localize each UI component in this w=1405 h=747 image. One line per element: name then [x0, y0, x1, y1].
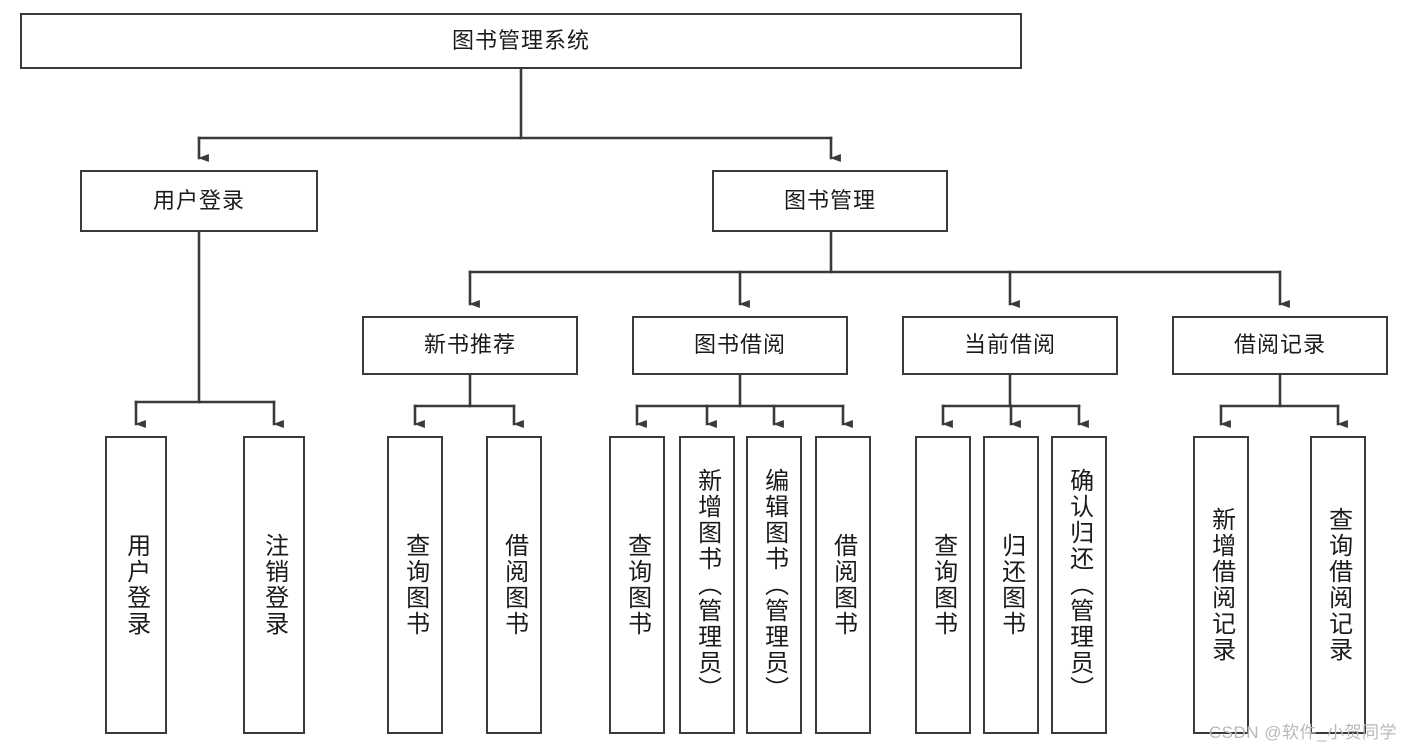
- leaf-label: 确认归还（管理员）: [1065, 468, 1093, 702]
- leaf-add-borrow-record[interactable]: 新增借阅记录: [1193, 436, 1249, 734]
- node-book-borrow[interactable]: 图书借阅: [632, 316, 848, 375]
- leaf-user-login[interactable]: 用户登录: [105, 436, 167, 734]
- csdn-watermark: CSDN @软件_小贺同学: [1208, 723, 1397, 742]
- leaf-label: 新增借阅记录: [1207, 507, 1235, 663]
- leaf-label: 用户登录: [122, 533, 150, 637]
- leaf-borrow-book-recommend[interactable]: 借阅图书: [486, 436, 542, 734]
- leaf-label: 编辑图书（管理员）: [760, 468, 788, 702]
- leaf-logout-login[interactable]: 注销登录: [243, 436, 305, 734]
- leaf-query-book-recommend[interactable]: 查询图书: [387, 436, 443, 734]
- leaf-confirm-return-admin[interactable]: 确认归还（管理员）: [1051, 436, 1107, 734]
- leaf-query-borrow-record[interactable]: 查询借阅记录: [1310, 436, 1366, 734]
- node-new-book-recommend[interactable]: 新书推荐: [362, 316, 578, 375]
- leaf-label: 查询图书: [929, 533, 957, 637]
- leaf-label: 查询图书: [401, 533, 429, 637]
- leaf-edit-book-admin[interactable]: 编辑图书（管理员）: [746, 436, 802, 734]
- leaf-add-book-admin[interactable]: 新增图书（管理员）: [679, 436, 735, 734]
- leaf-label: 查询图书: [623, 533, 651, 637]
- node-current-borrow[interactable]: 当前借阅: [902, 316, 1118, 375]
- leaf-query-book-current[interactable]: 查询图书: [915, 436, 971, 734]
- leaf-label: 借阅图书: [829, 533, 857, 637]
- leaf-label: 查询借阅记录: [1324, 507, 1352, 663]
- node-root[interactable]: 图书管理系统: [20, 13, 1022, 69]
- node-user-login[interactable]: 用户登录: [80, 170, 318, 232]
- leaf-label: 新增图书（管理员）: [693, 468, 721, 702]
- leaf-label: 借阅图书: [500, 533, 528, 637]
- leaf-borrow-book[interactable]: 借阅图书: [815, 436, 871, 734]
- node-borrow-record[interactable]: 借阅记录: [1172, 316, 1388, 375]
- leaf-label: 注销登录: [260, 533, 288, 637]
- leaf-query-book-borrow[interactable]: 查询图书: [609, 436, 665, 734]
- node-book-management[interactable]: 图书管理: [712, 170, 948, 232]
- leaf-return-book[interactable]: 归还图书: [983, 436, 1039, 734]
- leaf-label: 归还图书: [997, 533, 1025, 637]
